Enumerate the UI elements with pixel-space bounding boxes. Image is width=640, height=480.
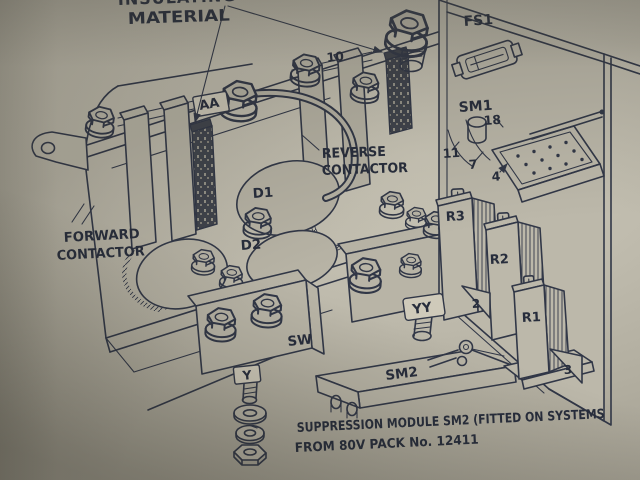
label-terminal-aa: AA [198,96,220,114]
terminal-tab-3 [549,348,583,384]
module-sm2 [315,349,517,419]
terminal-tab-2 [461,285,491,319]
label-r2: R2 [489,252,509,268]
fuse-fs1 [451,39,523,80]
module-sm1 [447,109,605,203]
label-reverse: REVERSE [322,144,387,162]
label-terminal-18: 18 [483,112,501,128]
label-d1: D1 [252,185,274,202]
label-r3: R3 [445,209,465,225]
label-y: Y [241,367,254,383]
insulation-strip-left [189,118,218,231]
terminal-stud-yy [412,315,433,342]
label-terminal-3: 3 [563,363,572,377]
label-reverse-contactor: CONTACTOR [322,160,409,179]
label-insulating: INSULATING [117,0,236,9]
terminal-tab-yy [402,293,446,321]
hardware-stack [233,404,267,466]
terminal-stud-y [241,381,258,405]
terminal-tab-y [232,364,262,385]
label-fs1: FS1 [463,12,493,30]
caption-line1: SUPPRESSION MODULE SM2 (FITTED ON SYSTEM… [297,407,605,436]
power-cable [246,89,359,202]
label-forward: FORWARD [63,226,140,246]
caption-line2: FROM 80V PACK No. 12411 [295,433,479,456]
busbar-left [187,269,325,375]
label-r1: R1 [521,310,541,326]
leader-lines [71,5,384,225]
mounting-bracket [31,131,89,171]
label-sm1: SM1 [458,98,493,116]
label-terminal-4: 4 [491,168,501,184]
terminal-tab-aa [192,90,230,118]
label-d2: D2 [240,237,262,254]
loose-bolt [382,6,433,73]
label-yy: YY [410,299,433,318]
cable-lugs [427,339,527,368]
label-sm2: SM2 [385,364,419,384]
label-terminal-10: 10 [326,48,345,65]
forward-contactor [117,95,229,312]
label-terminal-2: 2 [471,297,480,311]
label-terminal-11: 11 [442,145,460,161]
label-forward-contactor: CONTACTOR [56,243,145,264]
label-material: MATERIAL [127,5,230,28]
label-terminal-7: 7 [468,156,478,172]
label-sw: SW [287,331,313,349]
